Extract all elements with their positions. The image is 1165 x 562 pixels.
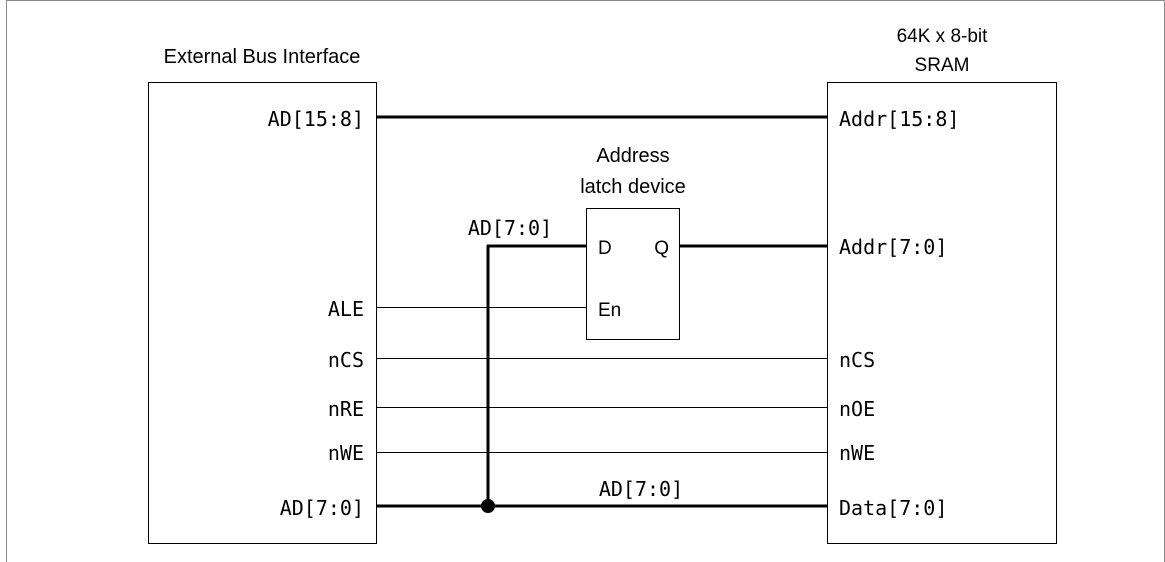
net-label-data-bus: AD[7:0] [599, 477, 683, 501]
pin-label-ncs-right: nCS [839, 348, 875, 372]
latch-pin-q: Q [654, 238, 669, 259]
net-label-latch-input: AD[7:0] [468, 216, 552, 240]
sram-title-line2: SRAM [915, 55, 970, 76]
pin-label-nwe-left: nWE [328, 441, 364, 465]
junction-dot [481, 499, 495, 513]
pin-label-data-7-0: Data[7:0] [839, 496, 947, 520]
latch-pin-en: En [598, 300, 621, 321]
pin-label-ad-7-0-left: AD[7:0] [280, 496, 364, 520]
sram-block: 64K x 8-bit SRAM Addr[15:8] Addr[7:0] nC… [827, 26, 1057, 544]
pin-label-addr-15-8: Addr[15:8] [839, 107, 959, 131]
sram-title-line1: 64K x 8-bit [897, 26, 989, 47]
pin-label-ad-15-8-left: AD[15:8] [268, 107, 364, 131]
left-block-title: External Bus Interface [164, 46, 361, 68]
wires [377, 115, 827, 508]
pin-label-nre: nRE [328, 397, 364, 421]
pin-label-noe: nOE [839, 397, 875, 421]
pin-label-ncs-left: nCS [328, 348, 364, 372]
latch-title-line1: Address [596, 145, 669, 167]
pin-label-nwe-right: nWE [839, 441, 875, 465]
pin-label-addr-7-0: Addr[7:0] [839, 235, 947, 259]
pin-label-ale: ALE [328, 297, 364, 321]
address-latch-block: Address latch device D Q En [580, 145, 686, 340]
external-bus-interface-block: External Bus Interface AD[15:8] ALE nCS … [148, 46, 377, 544]
latch-pin-d: D [598, 238, 612, 259]
latch-title-line2: latch device [580, 176, 686, 198]
